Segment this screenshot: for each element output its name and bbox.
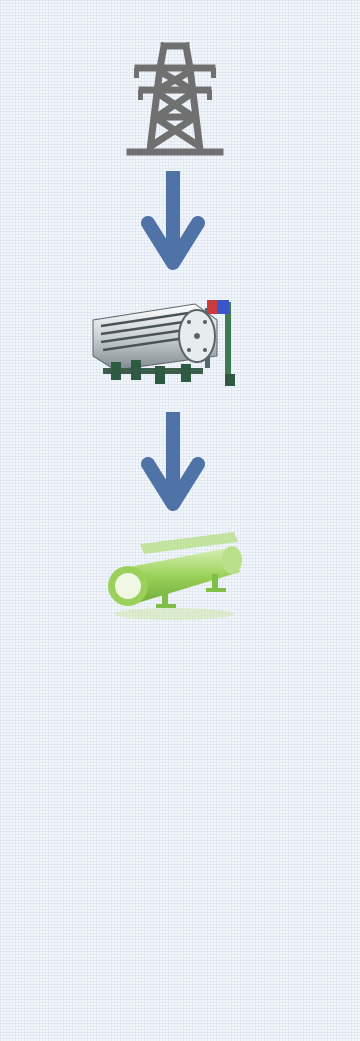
arrow-down-icon — [138, 165, 208, 275]
transmission-tower-icon — [120, 38, 230, 158]
pipeline-node — [100, 524, 250, 624]
heat-exchanger-icon — [85, 290, 245, 390]
flow-arrow-2 — [138, 406, 208, 516]
flow-arrow-1 — [138, 165, 208, 275]
pipeline-icon — [100, 524, 250, 624]
heat-exchanger-node — [85, 290, 245, 390]
transmission-tower-node — [120, 38, 230, 158]
arrow-down-icon — [138, 406, 208, 516]
